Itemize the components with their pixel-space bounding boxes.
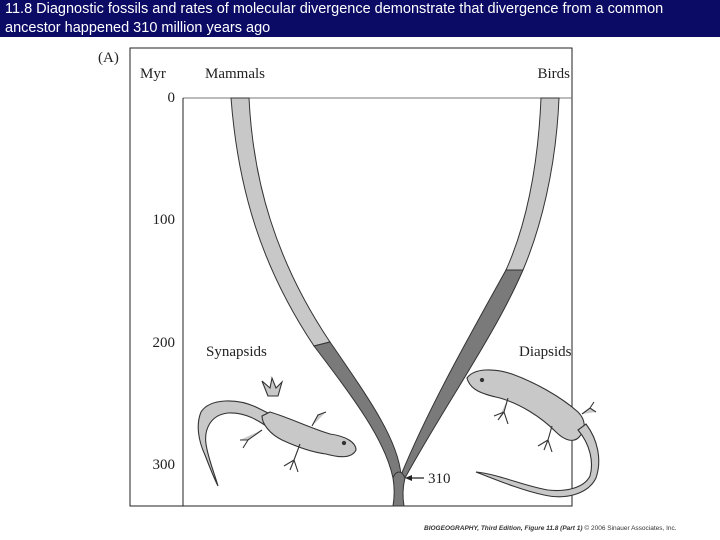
- axis-unit: Myr: [140, 66, 166, 82]
- tick-200: 200: [153, 335, 176, 351]
- label-birds: Birds: [537, 66, 570, 82]
- figure-credit: BIOGEOGRAPHY, Third Edition, Figure 11.8…: [424, 525, 677, 532]
- tick-100: 100: [153, 212, 176, 228]
- tick-300: 300: [153, 457, 176, 473]
- label-synapsids: Synapsids: [206, 344, 267, 360]
- tick-0: 0: [168, 90, 176, 106]
- common-stem: [392, 471, 406, 507]
- label-mammals: Mammals: [205, 66, 265, 82]
- synapsid-lizard-illustration: [197, 376, 357, 487]
- diapsid-lizard-illustration: [466, 369, 600, 498]
- credit-copyright: © 2006 Sinauer Associates, Inc.: [584, 525, 677, 532]
- label-diapsids: Diapsids: [519, 344, 572, 360]
- divergence-arrowhead: [405, 475, 412, 481]
- credit-book: BIOGEOGRAPHY, Third Edition, Figure 11.8…: [424, 525, 583, 532]
- divergence-label: 310: [428, 471, 451, 487]
- slide-title-bar: 11.8 Diagnostic fossils and rates of mol…: [0, 0, 720, 37]
- panel-label: (A): [98, 50, 119, 66]
- slide-title: 11.8 Diagnostic fossils and rates of mol…: [5, 1, 664, 36]
